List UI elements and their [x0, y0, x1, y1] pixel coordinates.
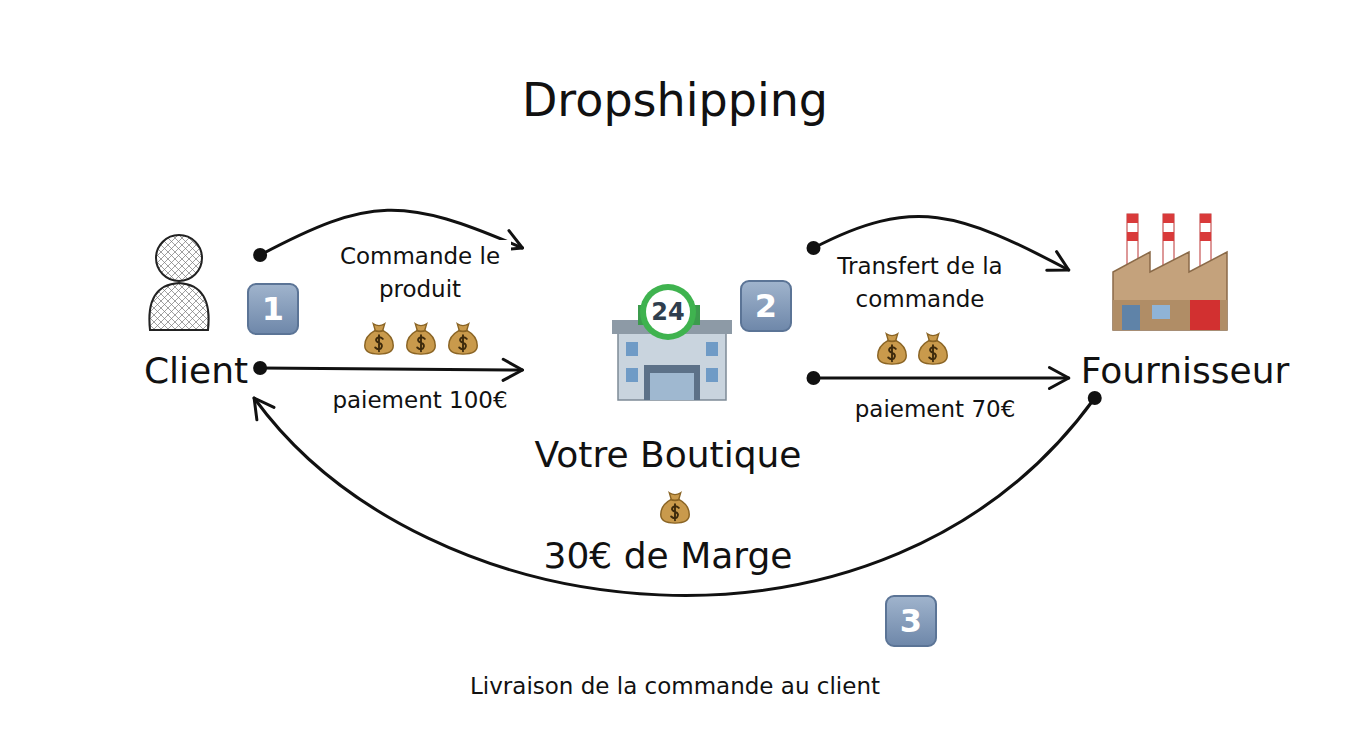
node-label: Votre Boutique: [534, 434, 801, 476]
money-bag: [449, 324, 478, 354]
edge-label: paiement 100€: [329, 384, 510, 417]
edge-label: Livraison de la commande au client: [467, 670, 883, 703]
money-bag: [661, 493, 690, 523]
edge-label: Commande le produit: [330, 240, 511, 306]
callout-number: 1: [247, 283, 299, 335]
flow-arrow: [254, 391, 1102, 595]
node-label: 30€ de Marge: [534, 535, 801, 577]
node-label: Fournisseur: [1081, 350, 1290, 392]
money-bag: [365, 324, 394, 354]
callout-number: 2: [740, 280, 792, 332]
flow-arrow: [807, 367, 1069, 388]
edge-label: Transfert de la commande: [830, 250, 1011, 316]
entity-node: Client: [136, 228, 256, 392]
person-icon: [149, 235, 208, 330]
edge-label: paiement 70€: [852, 393, 1019, 426]
flow-arrow: [253, 359, 522, 380]
title: Dropshipping: [522, 72, 828, 128]
entity-node: Fournisseur: [1073, 210, 1298, 392]
money-bag: [407, 324, 436, 354]
money-bag: [878, 334, 907, 364]
store-badge-number: 24: [648, 298, 688, 326]
node-label: Client: [144, 350, 248, 392]
money-bag: [919, 334, 948, 364]
callout-number: 3: [885, 595, 937, 647]
factory-icon: [1113, 214, 1227, 330]
shop-icon: [612, 284, 732, 400]
